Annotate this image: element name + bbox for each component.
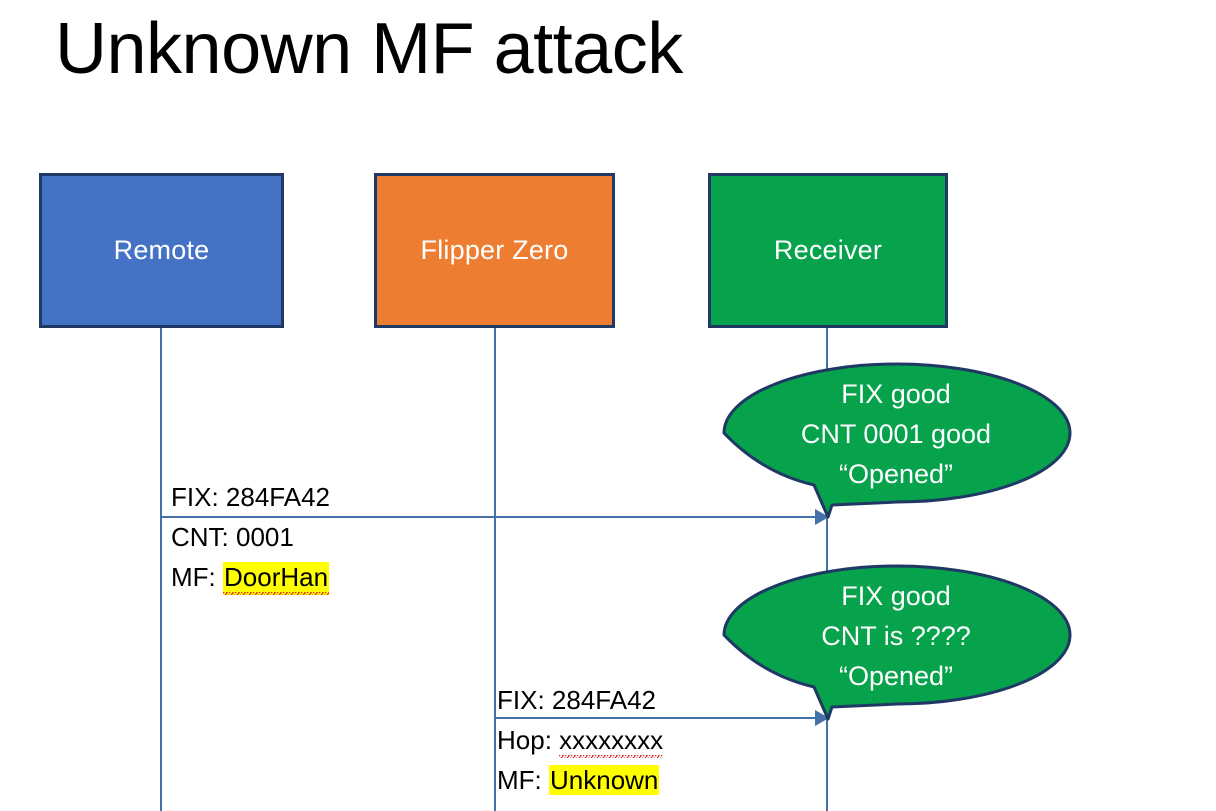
message-line-fix-prefix: FIX: (497, 685, 552, 715)
actor-box-receiver[interactable]: Receiver (708, 173, 948, 328)
message-line-hop: Hop: xxxxxxxx (497, 720, 664, 760)
message-line-cnt: CNT: 0001 (171, 517, 330, 557)
message-line-mf-prefix: MF: (497, 765, 549, 795)
message-line-fix-value: 284FA42 (551, 685, 656, 715)
message-line-fix: FIX: 284FA42 (171, 477, 330, 517)
message-line-mf: MF: DoorHan (171, 557, 330, 597)
message-line-mf-value: Unknown (549, 765, 660, 795)
page-title: Unknown MF attack (55, 9, 683, 89)
actor-label-remote: Remote (113, 235, 210, 265)
message-line-fix-value: 284FA42 (225, 482, 330, 512)
lifeline-flipper (494, 327, 496, 811)
message-line-fix-prefix: FIX: (171, 482, 226, 512)
lifeline-remote (160, 327, 162, 811)
callout-second-reply[interactable]: FIX good CNT is ???? “Opened” (722, 562, 1072, 727)
message-label-remote-to-receiver: FIX: 284FA42 CNT: 0001 MF: DoorHan (171, 477, 330, 597)
message-label-flipper-to-receiver: FIX: 284FA42 Hop: xxxxxxxx MF: Unknown (497, 680, 664, 800)
message-line-hop-prefix: Hop: (497, 725, 560, 755)
callout-bubble-shape (722, 564, 1072, 721)
message-line-mf-value: DoorHan (223, 562, 330, 595)
callout-first-reply[interactable]: FIX good CNT 0001 good “Opened” (722, 360, 1072, 525)
actor-box-remote[interactable]: Remote (39, 173, 284, 328)
actor-label-flipper-zero: Flipper Zero (420, 235, 569, 265)
message-line-cnt-prefix: CNT: (171, 522, 236, 552)
message-line-cnt-value: 0001 (236, 522, 294, 552)
message-line-hop-value: xxxxxxxx (559, 725, 664, 758)
message-line-mf-prefix: MF: (171, 562, 223, 592)
message-line-mf: MF: Unknown (497, 760, 663, 800)
message-line-fix: FIX: 284FA42 (497, 680, 663, 720)
callout-bubble-shape (722, 362, 1072, 519)
actor-box-flipper-zero[interactable]: Flipper Zero (374, 173, 615, 328)
actor-label-receiver: Receiver (773, 235, 883, 265)
lifeline-receiver (826, 327, 828, 811)
